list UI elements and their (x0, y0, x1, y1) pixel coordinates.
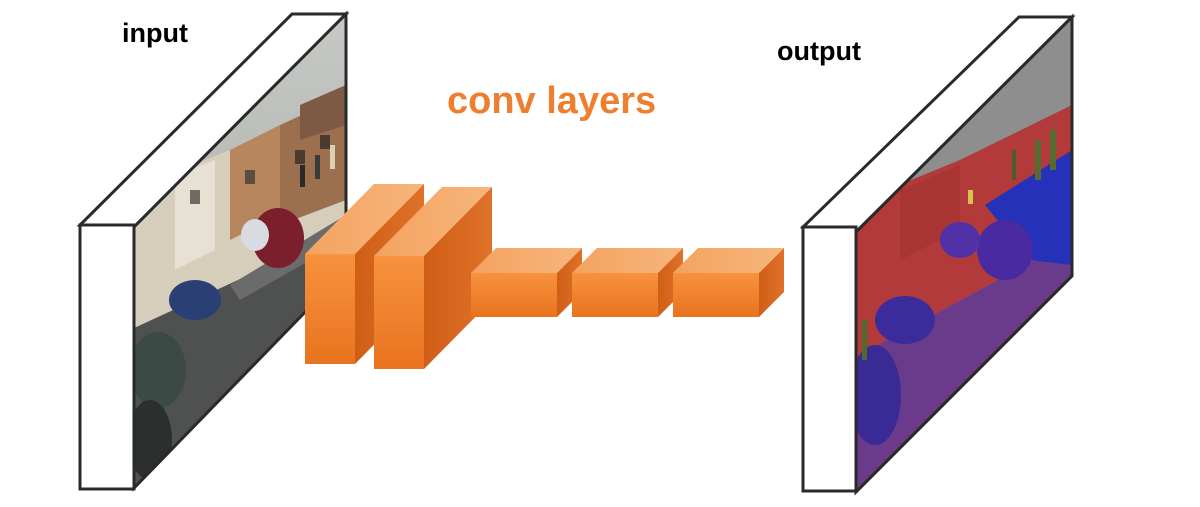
output-label: output (777, 36, 861, 66)
conv-layers-label: conv layers (447, 80, 657, 122)
conv-layer-2 (374, 187, 492, 369)
conv-layer-3 (471, 248, 582, 317)
street-scene-photo-icon (134, 14, 346, 488)
output-image-frame (799, 13, 1076, 496)
conv-layer-4 (572, 248, 683, 317)
conv-layer-5 (673, 248, 784, 317)
input-image-frame (76, 10, 350, 492)
input-label: input (122, 18, 188, 48)
